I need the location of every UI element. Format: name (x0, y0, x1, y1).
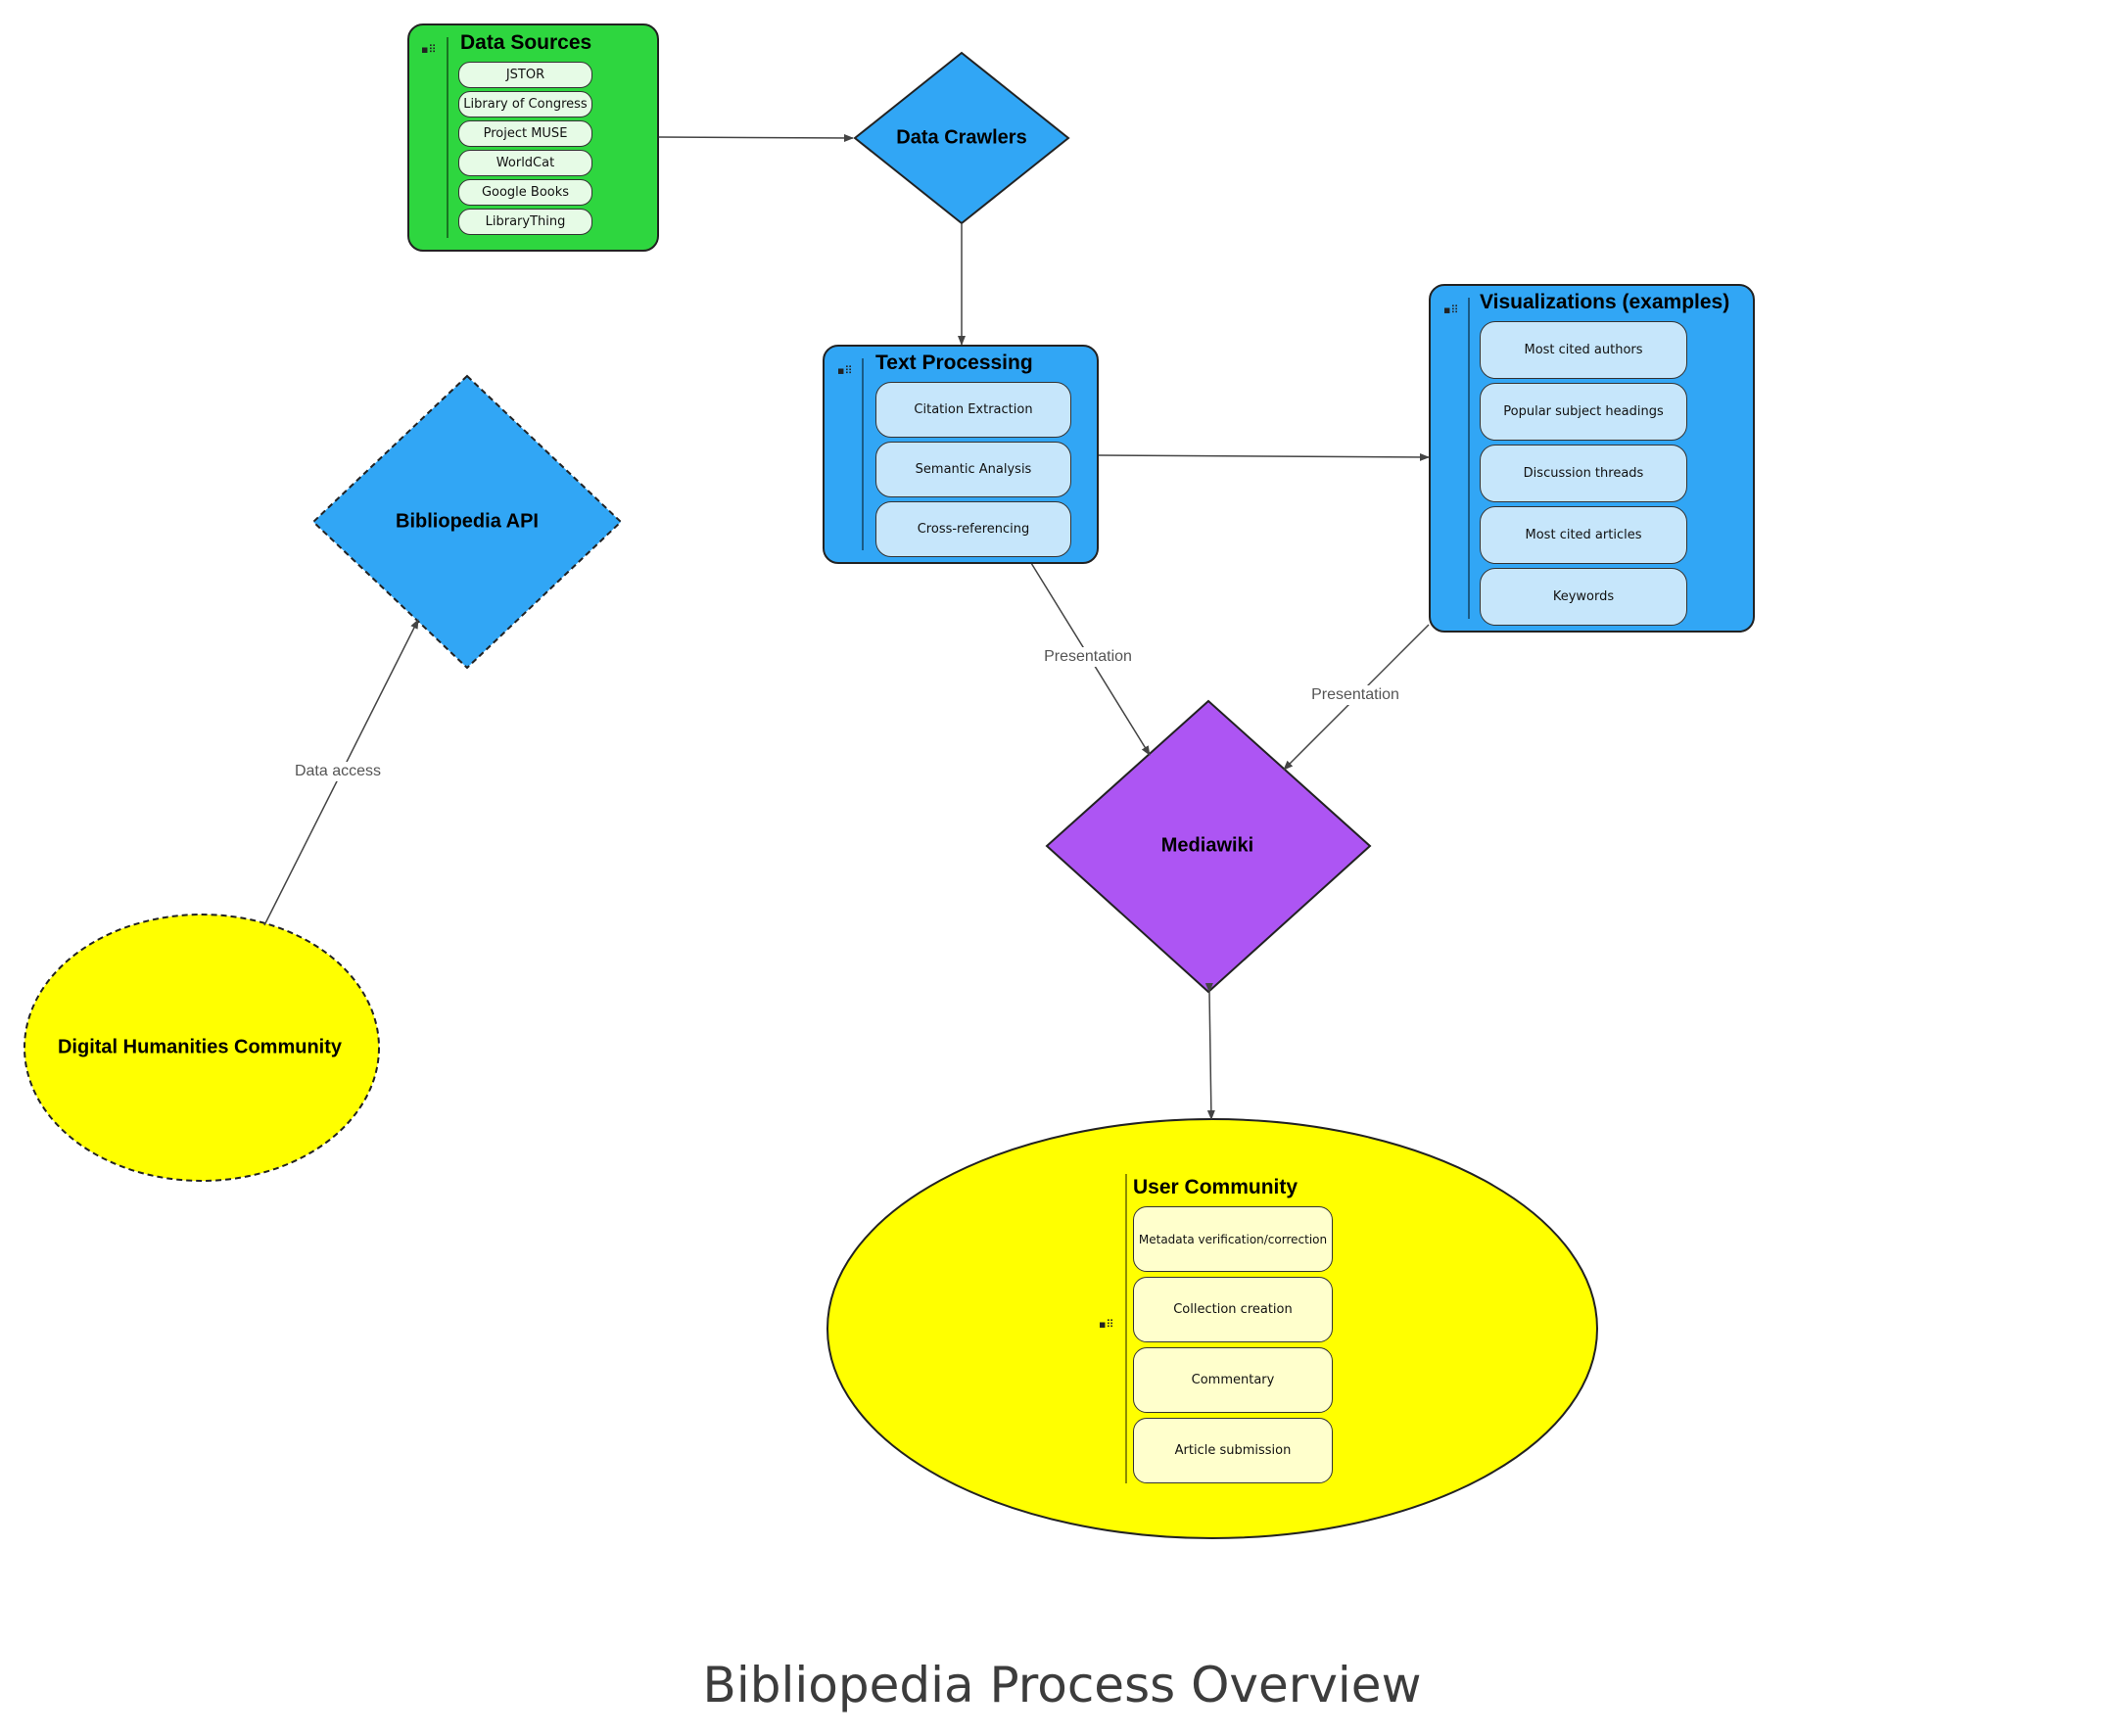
mediawiki-label: Mediawiki (1160, 834, 1254, 857)
list-item[interactable]: WorldCat (458, 150, 592, 176)
container-divider (1468, 298, 1470, 619)
bibliopedia-api-label: Bibliopedia API (396, 510, 539, 533)
visualizations-container[interactable]: ▪⠿ Visualizations (examples) Most cited … (1429, 284, 1755, 633)
container-divider (447, 37, 448, 238)
digital-humanities-ellipse[interactable] (24, 914, 380, 1182)
list-item[interactable]: Semantic Analysis (875, 442, 1071, 497)
list-item[interactable]: Google Books (458, 179, 592, 206)
drag-handle-icon[interactable]: ▪⠿ (837, 364, 853, 377)
list-item[interactable]: Most cited authors (1480, 321, 1687, 379)
drag-handle-icon[interactable]: ▪⠿ (1099, 1318, 1114, 1331)
list-item[interactable]: Metadata verification/correction (1133, 1206, 1333, 1272)
edge-label-presentation: Presentation (1309, 685, 1401, 705)
list-item[interactable]: Collection creation (1133, 1277, 1333, 1342)
data-sources-container[interactable]: ▪⠿ Data Sources JSTOR Library of Congres… (407, 23, 659, 252)
list-item[interactable]: Commentary (1133, 1347, 1333, 1413)
container-title: Text Processing (875, 352, 1033, 374)
edge-textproc-to-visualizations[interactable] (1098, 452, 1430, 461)
list-item[interactable]: Citation Extraction (875, 382, 1071, 438)
list-item[interactable]: Library of Congress (458, 91, 592, 117)
list-item[interactable]: JSTOR (458, 62, 592, 88)
edge-label-presentation: Presentation (1042, 647, 1134, 667)
list-item[interactable]: Popular subject headings (1480, 383, 1687, 441)
bibliopedia-api-diamond[interactable] (311, 374, 623, 670)
drag-handle-icon[interactable]: ▪⠿ (421, 43, 437, 56)
list-item[interactable]: Article submission (1133, 1418, 1333, 1483)
drag-handle-icon[interactable]: ▪⠿ (1443, 304, 1459, 316)
list-item[interactable]: Keywords (1480, 568, 1687, 626)
list-item[interactable]: Most cited articles (1480, 506, 1687, 564)
digital-humanities-label: Digital Humanities Community (57, 1036, 343, 1058)
container-title: Data Sources (460, 31, 592, 54)
container-title: Visualizations (examples) (1480, 291, 1730, 313)
edge-sources-to-crawlers[interactable] (657, 133, 854, 142)
page-title: Bibliopedia Process Overview (702, 1657, 1422, 1713)
container-title: User Community (1133, 1176, 1298, 1198)
edge-mediawiki-user-community[interactable] (1204, 982, 1215, 1120)
text-processing-container[interactable]: ▪⠿ Text Processing Citation Extraction S… (823, 345, 1099, 564)
user-community-group: ▪⠿ User Community Metadata verification/… (1077, 1170, 1351, 1493)
data-crawlers-label: Data Crawlers (896, 126, 1027, 149)
list-item[interactable]: LibraryThing (458, 209, 592, 235)
container-divider (1125, 1174, 1127, 1483)
list-item[interactable]: Cross-referencing (875, 501, 1071, 557)
edge-label-data-access: Data access (292, 762, 384, 781)
list-item[interactable]: Discussion threads (1480, 445, 1687, 502)
container-divider (862, 358, 864, 550)
list-item[interactable]: Project MUSE (458, 120, 592, 147)
